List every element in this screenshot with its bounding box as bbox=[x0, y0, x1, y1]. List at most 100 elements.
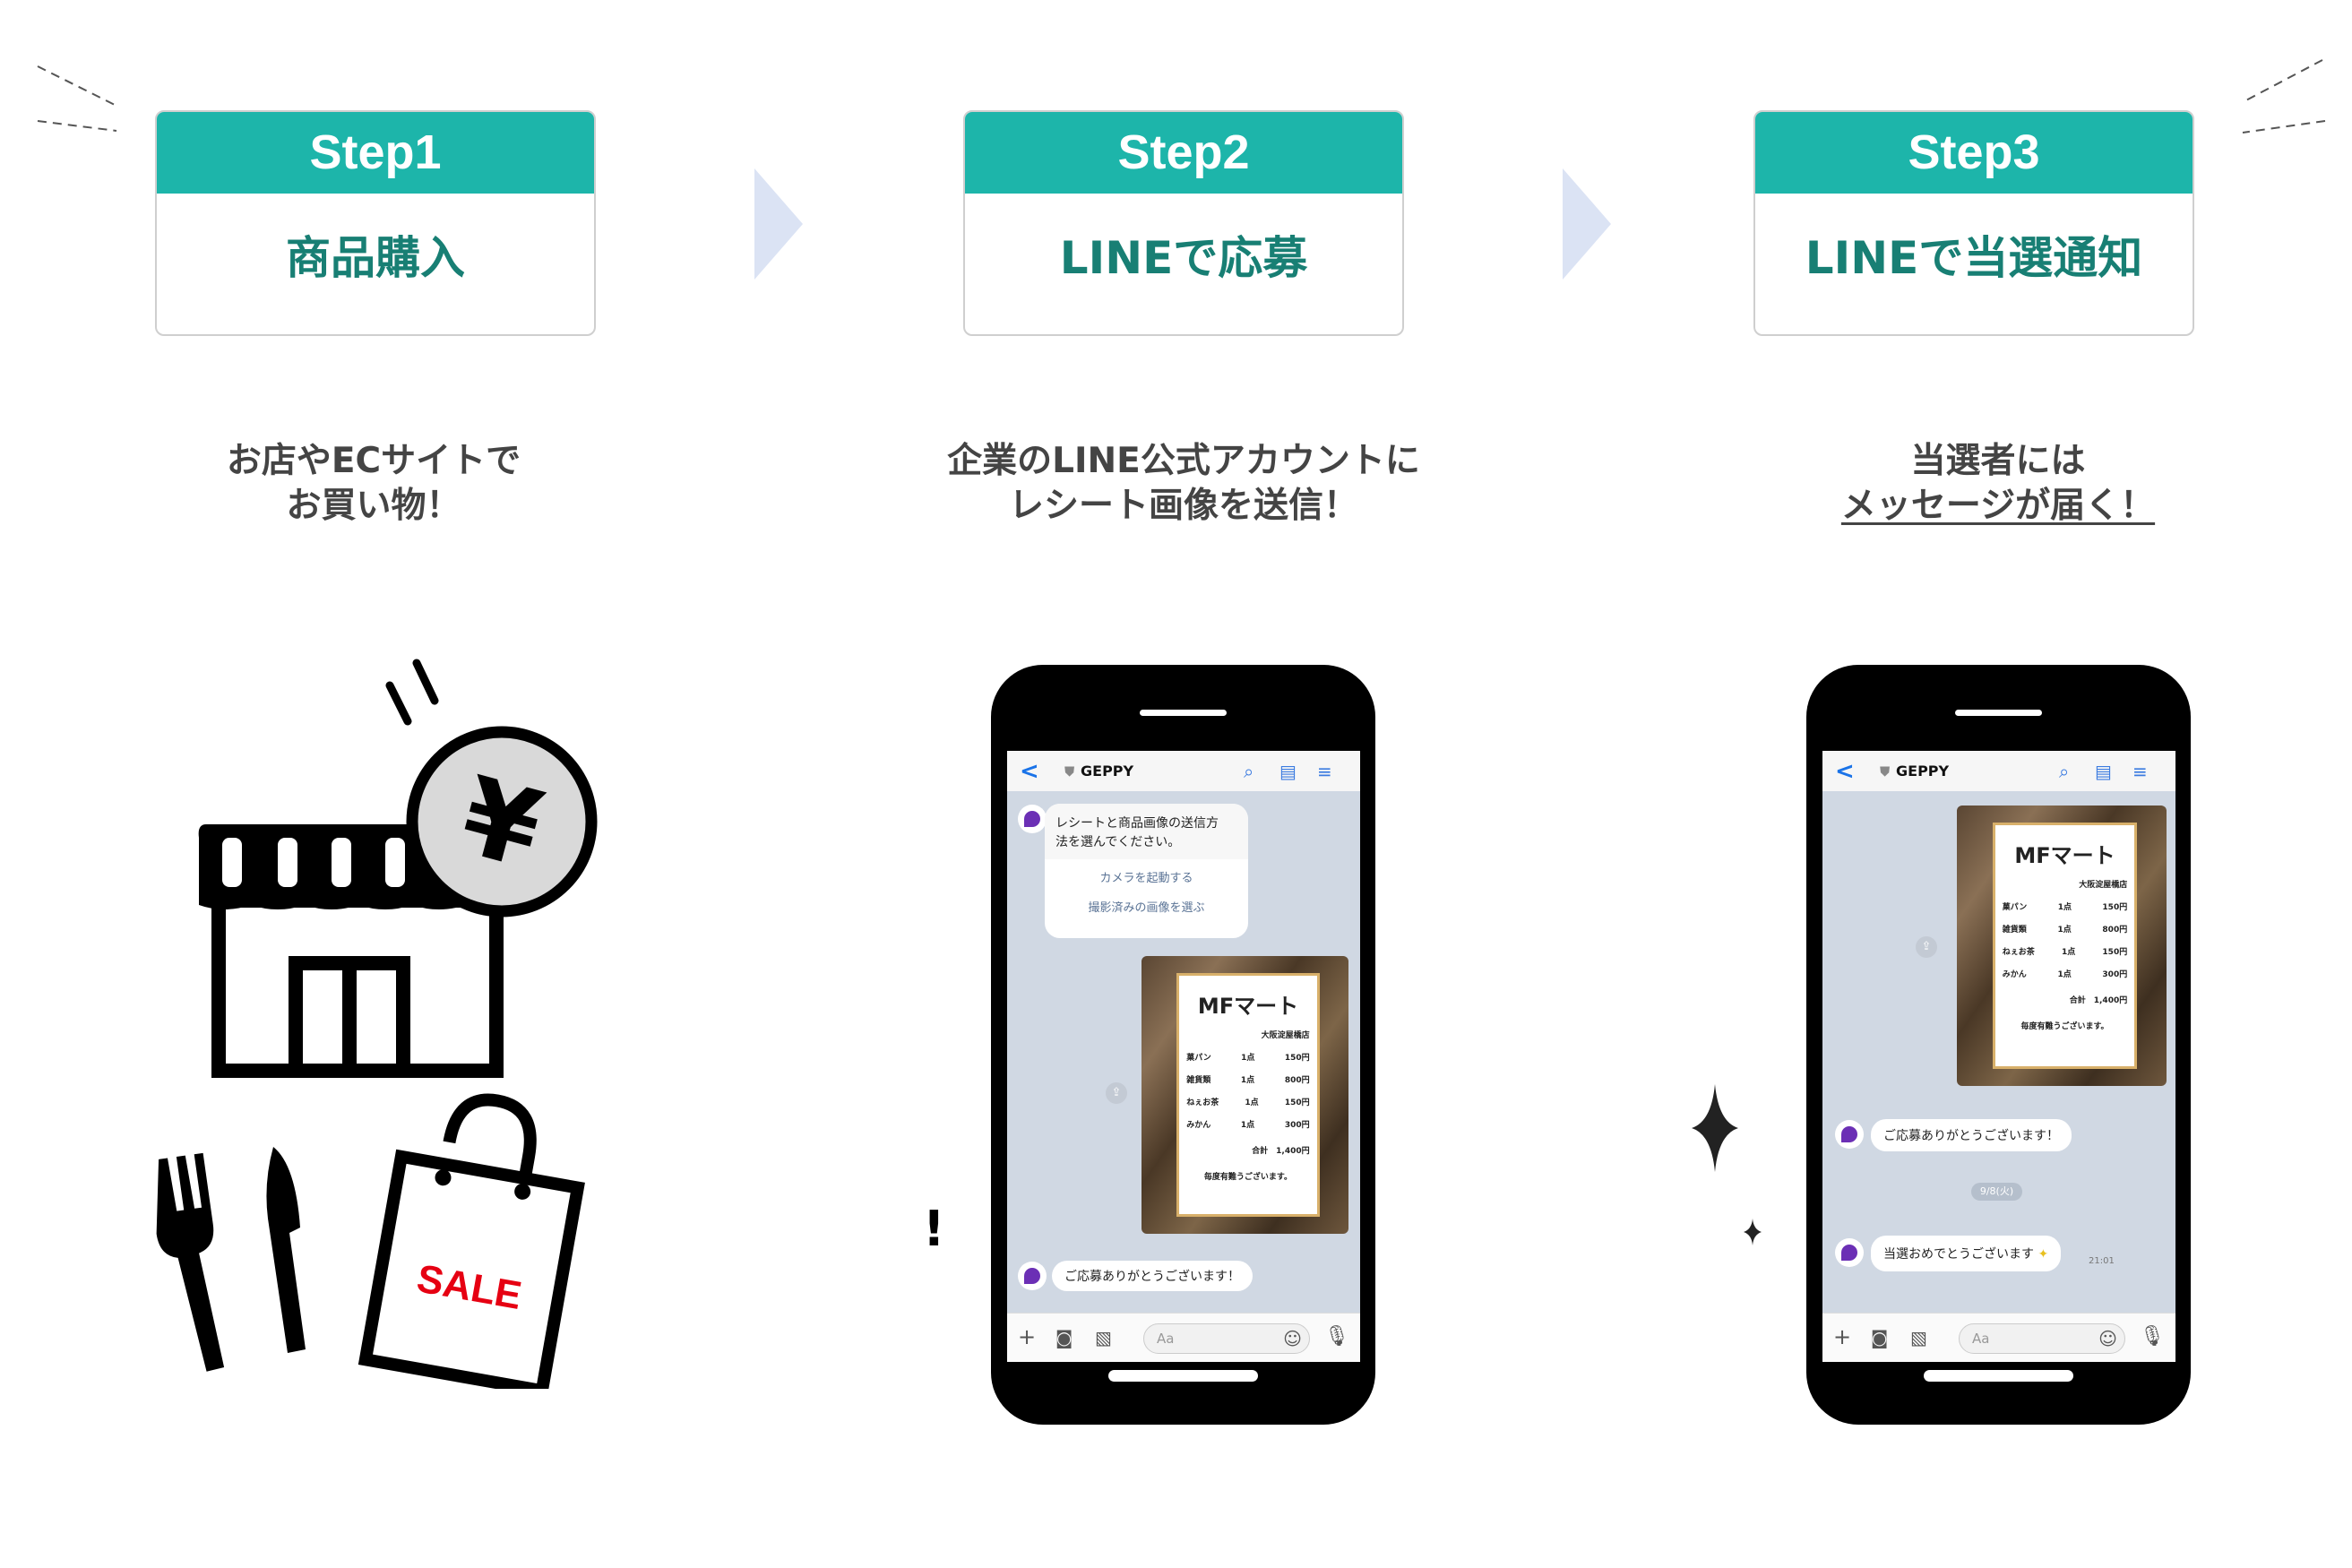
chat-header: < ⛊ GEPPY ⌕ ▤ ≡ bbox=[1007, 751, 1360, 791]
bot-avatar bbox=[1018, 805, 1047, 833]
share-icon[interactable]: ⇪ bbox=[1106, 1082, 1127, 1104]
message-time: 21:01 bbox=[2089, 1256, 2115, 1266]
win-text: 当選おめでとうございます bbox=[1883, 1247, 2034, 1262]
step-3-card: Step3 LINEで当選通知 bbox=[1753, 110, 2194, 336]
step-3-description: 当選者には メッセージが届く！ bbox=[1684, 439, 2312, 529]
receipt-branch: 大阪淀屋橋店 bbox=[2079, 880, 2128, 890]
thanks-bubble: ご応募ありがとうございます！ bbox=[1052, 1261, 1253, 1291]
receipt-branch: 大阪淀屋橋店 bbox=[1261, 1030, 1310, 1040]
phone-speaker bbox=[1955, 710, 2042, 716]
desc-line: レシート画像を送信！ bbox=[1008, 486, 1358, 526]
back-chevron-icon[interactable]: < bbox=[1835, 757, 1855, 785]
desc-line: お店やECサイトで bbox=[226, 441, 521, 481]
step-1-card: Step1 商品購入 bbox=[155, 110, 596, 336]
desc-line: お買い物！ bbox=[286, 486, 461, 526]
decorative-dash-lines bbox=[37, 59, 2326, 134]
search-icon[interactable]: ⌕ bbox=[2059, 760, 2070, 782]
step-2-label: Step2 bbox=[965, 112, 1402, 194]
sale-bag-icon: SALE bbox=[358, 1093, 585, 1389]
chat-input-bar: + ◙ ▧ Aa☺ 🎙 bbox=[1822, 1313, 2175, 1362]
arrow-right-icon bbox=[754, 168, 803, 280]
message-input[interactable]: Aa☺ bbox=[1143, 1323, 1310, 1354]
phone-speaker bbox=[1140, 710, 1227, 716]
emoji-icon[interactable]: ☺ bbox=[2098, 1328, 2117, 1349]
search-icon[interactable]: ⌕ bbox=[1244, 760, 1254, 782]
camera-icon[interactable]: ◙ bbox=[1871, 1327, 1889, 1348]
shop-illustration: ¥ SALE bbox=[156, 659, 598, 1389]
step-1-label: Step1 bbox=[157, 112, 594, 194]
desc-line-underlined: メッセージが届く！ bbox=[1840, 486, 2156, 526]
mic-icon[interactable]: 🎙 bbox=[1324, 1325, 1349, 1348]
fork-knife-icon bbox=[156, 1147, 306, 1372]
thanks-bubble: ご応募ありがとうございます！ bbox=[1871, 1119, 2072, 1151]
win-bubble: 当選おめでとうございます ✦ bbox=[1871, 1236, 2062, 1271]
menu-icon[interactable]: ≡ bbox=[1317, 760, 1332, 782]
step-2-title: LINEで応募 bbox=[1059, 232, 1308, 284]
account-name: GEPPY bbox=[1896, 762, 1950, 780]
emoji-icon[interactable]: ☺ bbox=[1283, 1328, 1302, 1349]
prompt-line: レシートと商品画像の送信方 bbox=[1055, 816, 1219, 831]
exclaim-marks-icon bbox=[385, 659, 439, 726]
step-2-card: Step2 LINEで応募 bbox=[963, 110, 1404, 336]
step-3-title: LINEで当選通知 bbox=[1805, 232, 2143, 284]
step-1-description: お店やECサイトで お買い物！ bbox=[60, 439, 687, 529]
plus-icon[interactable]: + bbox=[1833, 1324, 1852, 1349]
sparkle-icon bbox=[1692, 1084, 1762, 1245]
menu-icon[interactable]: ≡ bbox=[2132, 760, 2148, 782]
image-icon[interactable]: ▧ bbox=[1095, 1327, 1112, 1348]
plus-icon[interactable]: + bbox=[1018, 1324, 1037, 1349]
sparkle-emoji-icon: ✦ bbox=[2038, 1247, 2049, 1262]
home-indicator bbox=[1108, 1370, 1258, 1382]
share-icon[interactable]: ⇪ bbox=[1916, 936, 1937, 958]
receipt-store: MFマート bbox=[1197, 993, 1299, 1019]
date-pill: 9/8(火) bbox=[1971, 1183, 2022, 1201]
message-input[interactable]: Aa☺ bbox=[1959, 1323, 2125, 1354]
receipt-store: MFマート bbox=[2014, 842, 2115, 868]
receipt-total: 合計 1,400円 bbox=[2069, 995, 2128, 1005]
arrow-right-icon bbox=[1563, 168, 1611, 280]
chat-input-bar: + ◙ ▧ Aa☺ 🎙 bbox=[1007, 1313, 1360, 1362]
receipt-thanks: 毎度有難うございます。 bbox=[2020, 1021, 2109, 1031]
exclaim-mark: ! bbox=[923, 1201, 945, 1257]
camera-option[interactable]: カメラを起動する bbox=[1099, 872, 1193, 885]
home-indicator bbox=[1924, 1370, 2073, 1382]
yen-coin-icon: ¥ bbox=[406, 726, 598, 918]
line-chat-screen: < ⛊ GEPPY ⌕ ▤ ≡ レシートと商品画像の送信方 法を選んでください。… bbox=[1007, 751, 1360, 1362]
bot-avatar bbox=[1835, 1238, 1864, 1267]
notes-icon[interactable]: ▤ bbox=[2095, 760, 2112, 782]
step-2-description: 企業のLINE公式アカウントに レシート画像を送信！ bbox=[870, 439, 1497, 529]
chat-header: < ⛊ GEPPY ⌕ ▤ ≡ bbox=[1822, 751, 2175, 791]
desc-line: 企業のLINE公式アカウントに bbox=[947, 441, 1420, 481]
back-chevron-icon[interactable]: < bbox=[1020, 757, 1039, 785]
phone-step2: < ⛊ GEPPY ⌕ ▤ ≡ レシートと商品画像の送信方 法を選んでください。… bbox=[991, 665, 1375, 1425]
desc-line: 当選者には bbox=[1910, 441, 2086, 481]
account-name: GEPPY bbox=[1081, 762, 1134, 780]
notes-icon[interactable]: ▤ bbox=[1279, 760, 1297, 782]
receipt-thanks: 毎度有難うございます。 bbox=[1203, 1172, 1292, 1182]
shield-icon: ⛊ bbox=[1064, 762, 1075, 780]
image-icon[interactable]: ▧ bbox=[1910, 1327, 1927, 1348]
mic-icon[interactable]: 🎙 bbox=[2140, 1325, 2165, 1348]
bot-avatar bbox=[1835, 1120, 1864, 1149]
step-3-label: Step3 bbox=[1755, 112, 2193, 194]
camera-icon[interactable]: ◙ bbox=[1055, 1327, 1073, 1348]
receipt-total: 合計 1,400円 bbox=[1252, 1146, 1310, 1156]
shield-icon: ⛊ bbox=[1880, 762, 1891, 780]
store-icon bbox=[211, 893, 504, 1078]
prompt-line: 法を選んでください。 bbox=[1055, 835, 1181, 849]
method-prompt-bubble: レシートと商品画像の送信方 法を選んでください。 カメラを起動する 撮影済みの画… bbox=[1045, 804, 1248, 938]
step-1-title: 商品購入 bbox=[286, 232, 465, 284]
gallery-option[interactable]: 撮影済みの画像を選ぶ bbox=[1088, 901, 1205, 915]
